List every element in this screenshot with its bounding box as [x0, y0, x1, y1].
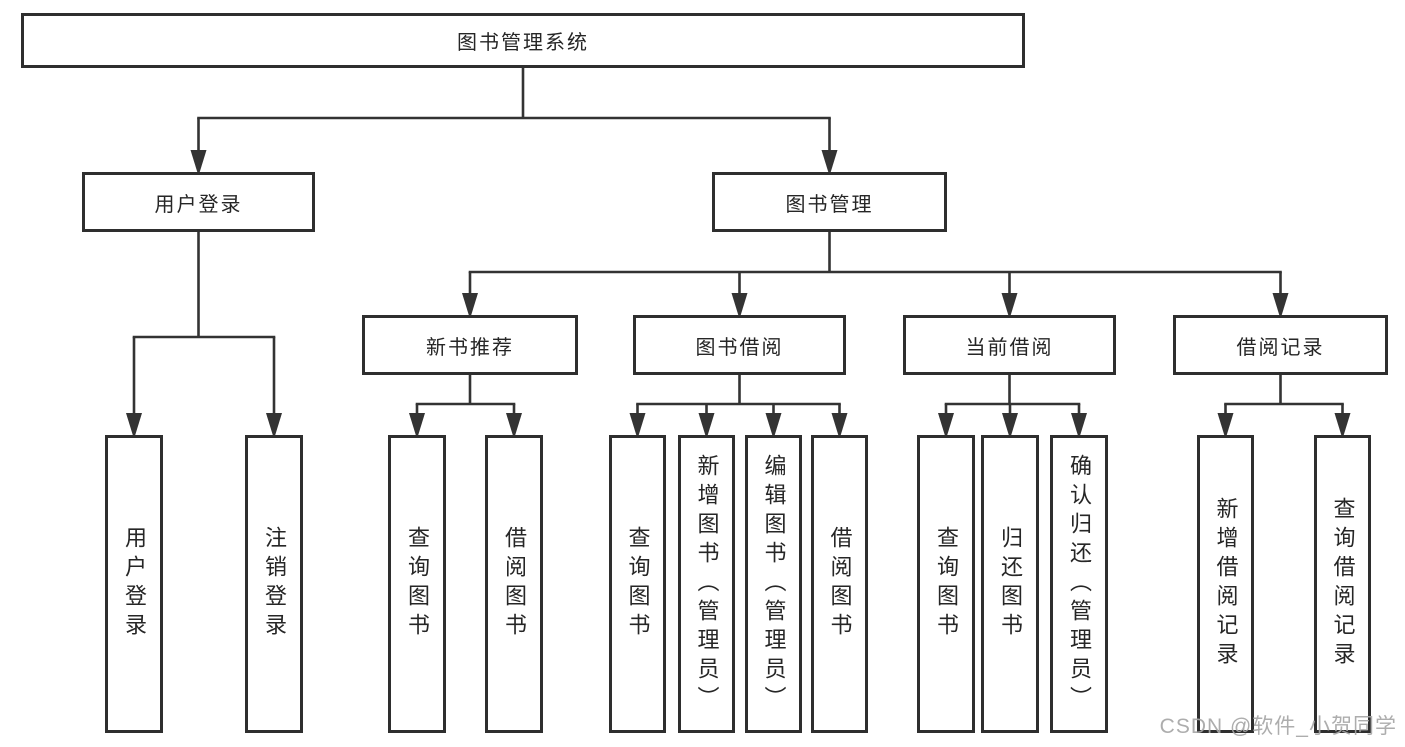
arrowhead-icon [938, 413, 954, 439]
node-user-login-leaf: 用户登录 [105, 435, 163, 733]
node-label: 图书借阅 [695, 336, 784, 359]
arrowhead-icon [126, 413, 142, 439]
node-add-borrow-record: 新增借阅记录 [1197, 435, 1254, 733]
node-add-books-admin: 新增图书（管理员） [678, 435, 735, 733]
node-borrow-records: 借阅记录 [1173, 315, 1388, 375]
node-query-borrow-record: 查询借阅记录 [1314, 435, 1371, 733]
node-label: 借阅记录 [1236, 336, 1325, 359]
node-user-login: 用户登录 [82, 172, 315, 232]
node-label: 当前借阅 [965, 336, 1054, 359]
node-label: 新增借阅记录 [1213, 497, 1239, 671]
node-query-books-borrow: 查询图书 [609, 435, 666, 733]
node-root: 图书管理系统 [21, 13, 1025, 68]
node-label: 用户登录 [154, 193, 243, 216]
node-label: 新增图书（管理员） [694, 453, 720, 715]
node-label: 借阅图书 [827, 526, 853, 642]
node-label: 查询图书 [625, 526, 651, 642]
node-label: 图书管理系统 [457, 32, 589, 54]
node-book-borrow: 图书借阅 [633, 315, 846, 375]
node-label: 确认归还（管理员） [1067, 453, 1092, 715]
node-label: 编辑图书（管理员） [761, 453, 787, 715]
node-current-borrow: 当前借阅 [903, 315, 1116, 375]
node-label: 归还图书 [998, 526, 1023, 642]
node-label: 查询图书 [934, 526, 959, 642]
node-edit-books-admin: 编辑图书（管理员） [745, 435, 802, 733]
arrowhead-icon [821, 150, 838, 176]
node-borrow-books-borrow: 借阅图书 [811, 435, 868, 733]
arrowhead-icon [1071, 413, 1087, 439]
watermark: CSDN @软件_小贺同学 [1159, 715, 1397, 738]
arrowhead-icon [462, 293, 478, 319]
node-book-mgmt: 图书管理 [712, 172, 947, 232]
node-new-book-rec: 新书推荐 [362, 315, 578, 375]
arrowhead-icon [698, 413, 715, 439]
node-label: 注销登录 [262, 526, 287, 642]
arrowhead-icon [629, 413, 646, 439]
arrowhead-icon [765, 413, 782, 439]
node-label: 新书推荐 [426, 336, 514, 359]
arrowhead-icon [506, 413, 522, 439]
arrowhead-icon [1334, 413, 1351, 439]
node-label: 借阅图书 [502, 526, 527, 642]
node-query-books-rec: 查询图书 [388, 435, 446, 733]
node-query-books-current: 查询图书 [917, 435, 975, 733]
arrowhead-icon [731, 293, 748, 319]
node-return-books: 归还图书 [981, 435, 1039, 733]
arrowhead-icon [1272, 293, 1289, 319]
node-confirm-return-admin: 确认归还（管理员） [1050, 435, 1108, 733]
node-label: 查询借阅记录 [1330, 497, 1356, 671]
arrowhead-icon [831, 413, 848, 439]
node-borrow-books-rec: 借阅图书 [485, 435, 543, 733]
arrowhead-icon [266, 413, 282, 439]
node-label: 用户登录 [122, 526, 147, 642]
arrowhead-icon [409, 413, 425, 439]
node-label: 图书管理 [785, 193, 874, 216]
arrowhead-icon [1001, 293, 1018, 319]
arrowhead-icon [1217, 413, 1234, 439]
node-logout-leaf: 注销登录 [245, 435, 303, 733]
arrowhead-icon [1002, 413, 1018, 439]
arrowhead-icon [190, 150, 207, 176]
node-label: 查询图书 [405, 526, 430, 642]
